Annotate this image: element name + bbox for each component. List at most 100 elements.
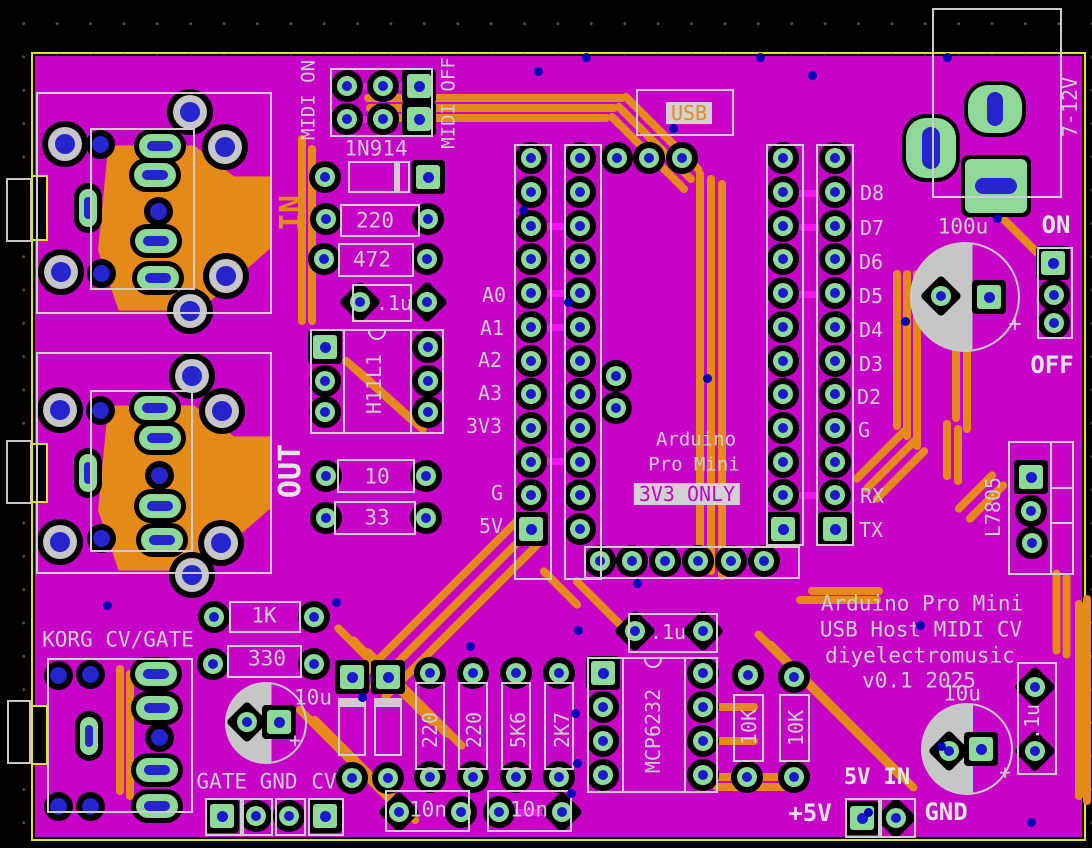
pin-tx[interactable]: TX [858,518,884,542]
pin-d7[interactable]: D7 [859,216,885,240]
via[interactable] [632,578,642,588]
copper-trace-back[interactable] [541,222,571,230]
value-10n-2[interactable]: 10n [510,797,548,822]
value-point1u-right[interactable]: .1u [1020,703,1044,741]
copper-trace-back[interactable] [794,189,824,197]
copper-trace[interactable] [1083,595,1091,805]
value-2k7[interactable]: 2K7 [550,711,574,749]
ref-h11l1[interactable]: H11L1 [362,353,386,415]
label-gate-gnd[interactable]: GATE GND [196,769,298,794]
copper-trace[interactable] [952,342,960,422]
via[interactable] [570,708,580,718]
label-gnd[interactable]: GND [924,798,968,826]
via[interactable] [563,297,573,307]
via[interactable] [942,52,952,62]
board-title-1[interactable]: Arduino Pro Mini [820,591,1024,616]
via[interactable] [702,373,712,383]
copper-trace-back[interactable] [392,82,410,90]
copper-trace[interactable] [368,114,610,122]
via[interactable] [573,625,583,635]
board-title-2[interactable]: USB Host MIDI CV [819,617,1023,642]
copper-trace[interactable] [1052,569,1060,655]
value-10[interactable]: 10 [364,464,390,489]
via[interactable] [755,52,765,62]
via[interactable] [566,788,576,798]
value-point1u-mid[interactable]: .1u [649,620,687,644]
copper-trace[interactable] [696,170,704,570]
via[interactable] [915,620,925,630]
via[interactable] [331,597,341,607]
value-10k-1[interactable]: 10K [737,708,761,746]
label-midi-off[interactable]: MIDI OFF [437,57,460,149]
pin-g-right[interactable]: G [857,418,871,442]
ref-1n914[interactable]: 1N914 [344,136,408,161]
via[interactable] [465,641,475,651]
value-100u[interactable]: 100u [937,214,989,239]
copper-trace[interactable] [364,94,626,102]
label-in[interactable]: IN [274,194,309,232]
ref-l7805[interactable]: L7805 [981,476,1005,538]
pin-3v3[interactable]: 3V3 [465,414,503,438]
copper-trace[interactable] [366,104,618,112]
label-cv[interactable]: CV [311,769,337,794]
value-10u-right[interactable]: 10u [943,681,981,706]
label-usb[interactable]: USB [665,102,713,124]
pin-a0[interactable]: A0 [481,283,507,307]
pin-g-left[interactable]: G [490,481,504,505]
via[interactable] [936,741,946,751]
value-1k[interactable]: 1K [251,603,277,628]
pin-d4[interactable]: D4 [858,318,884,342]
pin-5v[interactable]: 5V [478,514,504,538]
via[interactable] [572,758,582,768]
via[interactable] [863,807,873,817]
copper-trace[interactable] [718,180,726,580]
via[interactable] [807,70,817,80]
copper-trace[interactable] [1075,600,1083,800]
copper-trace-back[interactable] [794,491,824,499]
pin-a1[interactable]: A1 [479,316,505,340]
module-name-2[interactable]: Pro Mini [648,453,740,476]
via[interactable] [668,123,678,133]
copper-trace[interactable] [943,420,951,480]
pin-d6[interactable]: D6 [858,250,884,274]
via[interactable] [102,600,112,610]
label-korg-cv-gate[interactable]: KORG CV/GATE [42,627,194,652]
label-out[interactable]: OUT [273,443,308,499]
copper-trace-back[interactable] [541,323,571,331]
pin-d2[interactable]: D2 [856,385,882,409]
label-off[interactable]: OFF [1030,351,1074,379]
label-on[interactable]: ON [1041,211,1071,239]
via[interactable] [581,52,591,62]
copper-trace[interactable] [963,343,971,433]
copper-trace-back[interactable] [794,290,824,298]
board-title-4[interactable]: v0.1 2025 [862,668,976,693]
value-10k-2[interactable]: 10K [784,709,808,747]
value-10n-1[interactable]: 10n [409,797,447,822]
value-10u-left[interactable]: 10u [294,685,332,710]
copper-trace[interactable] [702,737,758,745]
copper-trace[interactable] [893,270,901,430]
copper-trace[interactable] [807,587,883,595]
plus-100u[interactable]: + [1008,312,1022,337]
copper-trace-back[interactable] [794,223,824,231]
label-plus5v[interactable]: +5V [788,799,832,827]
board-title-3[interactable]: diyelectromusic [825,643,1015,668]
copper-trace-back[interactable] [356,82,374,90]
plus-10u-right[interactable]: + [998,760,1012,784]
copper-trace[interactable] [1062,573,1070,659]
via[interactable] [533,66,543,76]
copper-trace-back[interactable] [541,457,571,465]
warning-3v3-only[interactable]: 3V3 ONLY [633,483,741,505]
value-220-v2[interactable]: 220 [462,711,486,749]
label-midi-on[interactable]: MIDI ON [297,59,320,141]
via[interactable] [1026,817,1036,827]
pin-rx[interactable]: RX [859,484,885,508]
pin-d5[interactable]: D5 [858,284,884,308]
copper-trace-back[interactable] [356,115,374,123]
pin-d3[interactable]: D3 [858,352,884,376]
plus-10u-left[interactable]: + [288,728,302,752]
ref-mcp6232[interactable]: MCP6232 [641,688,665,774]
pin-a3[interactable]: A3 [477,381,503,405]
value-470[interactable]: 472 [353,247,391,272]
